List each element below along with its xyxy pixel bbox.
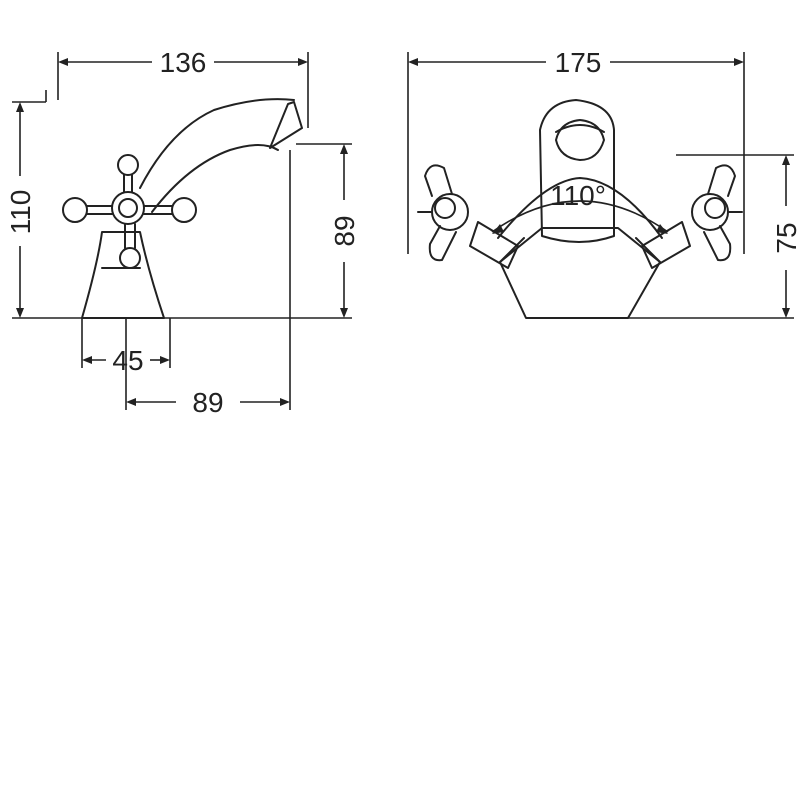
dimension-handle-height: 75 (628, 154, 800, 319)
label-spout-height: 89 (329, 215, 360, 246)
label-base-depth: 45 (112, 345, 143, 376)
front-view-tap-outline (417, 99, 743, 319)
dimension-overall-length: 136 (57, 47, 309, 128)
side-view-tap-outline (62, 98, 303, 319)
label-swivel-angle: 110° (550, 180, 606, 211)
dimension-overall-width: 175 (407, 47, 745, 254)
label-overall-width: 175 (555, 47, 602, 78)
dimension-base-depth: 45 (81, 318, 171, 376)
dimension-swivel-angle: 110° (491, 180, 669, 234)
label-spout-reach: 89 (192, 387, 223, 418)
dimension-spout-height: 89 (164, 143, 360, 319)
label-overall-height: 110 (5, 190, 36, 235)
dimension-overall-height: 110 (5, 90, 82, 319)
side-view: 136 110 89 (5, 47, 360, 418)
label-overall-length: 136 (160, 47, 207, 78)
label-handle-height: 75 (771, 222, 800, 253)
front-view: 110° 175 75 (407, 47, 800, 319)
dimension-spout-reach: 89 (125, 150, 291, 418)
